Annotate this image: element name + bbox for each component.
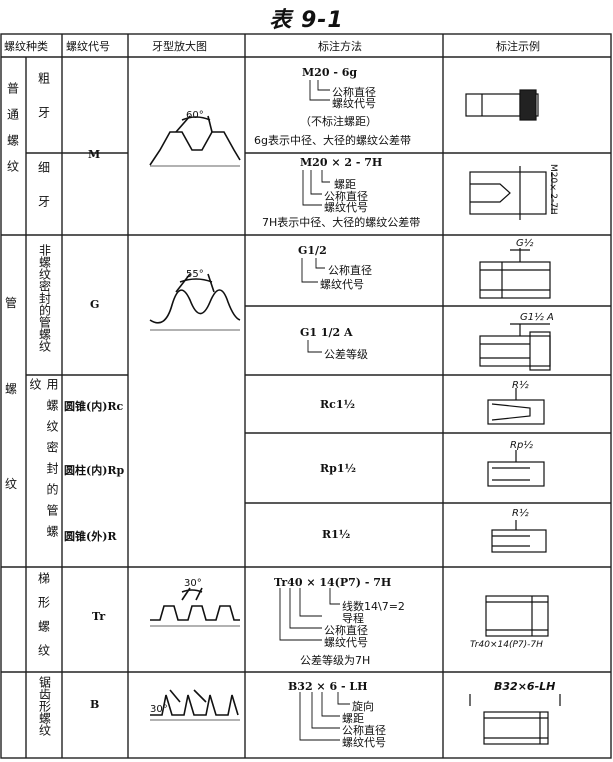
notation-b-l1: 旋向 <box>352 700 374 713</box>
row-ymf: 用螺纹密封的管螺纹 <box>28 378 59 564</box>
example-rc-label: R½ <box>512 380 529 391</box>
notation-m1-code: M20 - 6g <box>302 66 358 79</box>
notation-r: R1½ <box>322 528 351 541</box>
notation-tr-desc: 公差等级为7H <box>300 654 371 667</box>
notation-m2-l1: 螺距 <box>334 178 356 191</box>
code-g: G <box>90 298 100 311</box>
notation-b-l4: 螺纹代号 <box>342 736 386 749</box>
notation-m2-desc: 7H表示中径、大径的螺纹公差带 <box>262 216 421 229</box>
notation-m2-l2: 公称直径 <box>324 190 368 203</box>
notation-g2-code: G1 1/2 A <box>300 326 353 339</box>
code-rc: 圆锥(内)Rc <box>64 400 124 413</box>
example-tr-label: Tr40×14(P7)-7H <box>470 640 543 650</box>
notation-rp: Rp1½ <box>320 462 356 475</box>
notation-m2-code: M20 × 2 - 7H <box>300 156 383 169</box>
row-xi: 细牙 <box>30 158 58 232</box>
example-r-label: R½ <box>512 508 529 519</box>
row-xi-text: 细牙 <box>36 161 51 229</box>
example-g2-label: G1½ A <box>520 312 554 323</box>
angle-g: 55° <box>186 269 204 280</box>
notation-tr-l4: 螺纹代号 <box>324 636 368 649</box>
notation-tr-l2: 导程 <box>342 612 364 625</box>
notation-m2-l3: 螺纹代号 <box>324 201 368 214</box>
notation-m1-l2: 螺纹代号 <box>332 97 376 110</box>
notation-g1-code: G1/2 <box>298 244 327 257</box>
notation-tr-l3: 公称直径 <box>324 624 368 637</box>
notation-m1-note: （不标注螺距） <box>300 115 377 128</box>
header-kind: 螺纹种类 <box>4 40 48 53</box>
example-b-label: B32×6-LH <box>494 680 556 693</box>
row-cu: 粗牙 <box>30 62 58 150</box>
angle-m: 60° <box>186 110 204 121</box>
group-putong: 普通螺纹 <box>2 64 24 204</box>
notation-m1-desc: 6g表示中径、大径的螺纹公差带 <box>254 134 411 147</box>
row-tx-text: 梯形螺纹 <box>36 572 51 668</box>
example-g1-label: G½ <box>516 238 534 249</box>
code-b: B <box>90 698 100 711</box>
notation-b-code: B32 × 6 - LH <box>288 680 368 693</box>
header-notation: 标注方法 <box>318 40 362 53</box>
header-code: 螺纹代号 <box>66 40 110 53</box>
notation-b-l2: 螺距 <box>342 712 364 725</box>
notation-m1-l1: 公称直径 <box>332 86 376 99</box>
notation-g1-l1: 公称直径 <box>328 264 372 277</box>
header-profile: 牙型放大图 <box>152 40 207 53</box>
notation-tr-l1: 线数14\7=2 <box>342 600 405 613</box>
angle-b: 30° <box>150 704 168 715</box>
row-jc: 锯齿形螺纹 <box>30 676 58 756</box>
code-r: 圆锥(外)R <box>64 530 117 543</box>
example-m2-label: M20×2-7H <box>548 164 558 215</box>
code-rp: 圆柱(内)Rp <box>64 464 125 477</box>
code-tr: Tr <box>92 610 106 623</box>
row-tx: 梯形螺纹 <box>30 572 58 668</box>
group-guan-2: 螺 <box>5 382 18 396</box>
example-rp-label: Rp½ <box>510 440 533 451</box>
row-jc-text: 锯齿形螺纹 <box>37 676 52 736</box>
notation-g1-l2: 螺纹代号 <box>320 278 364 291</box>
angle-tr: 30° <box>184 578 202 589</box>
row-fmf: 非螺纹密封的管螺纹 <box>30 244 58 372</box>
row-cu-text: 粗牙 <box>36 72 51 140</box>
group-putong-text: 普通螺纹 <box>5 82 20 186</box>
table-title: 表 9-1 <box>269 8 344 33</box>
row-ymf-text: 用螺纹密封的管螺纹 <box>28 378 59 546</box>
notation-b-l3: 公称直径 <box>342 724 386 737</box>
notation-g2-l1: 公差等级 <box>324 348 368 361</box>
header-example: 标注示例 <box>496 40 540 53</box>
code-m: M <box>88 148 101 161</box>
notation-tr-code: Tr40 × 14(P7) - 7H <box>274 576 392 589</box>
group-guan-1: 管 <box>5 296 18 310</box>
notation-rc: Rc1½ <box>320 398 355 411</box>
group-guan-3: 纹 <box>5 477 18 491</box>
row-fmf-text: 非螺纹密封的管螺纹 <box>37 244 52 352</box>
